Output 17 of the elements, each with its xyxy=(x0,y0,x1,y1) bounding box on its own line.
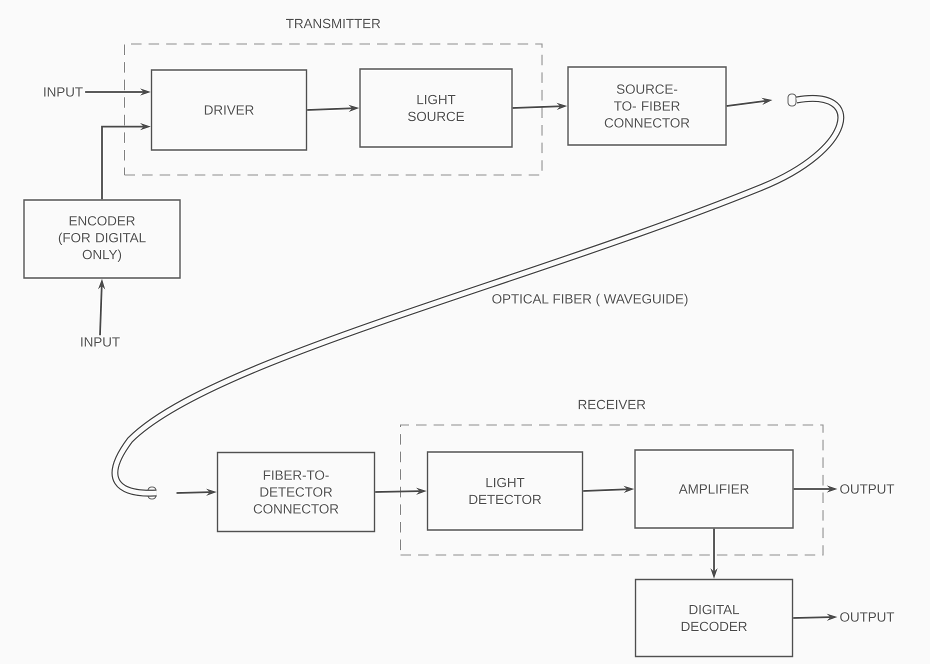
node-label: TRANSMITTER xyxy=(286,18,380,28)
signal-label: INPUT xyxy=(44,87,83,97)
signal-label: OUTPUT xyxy=(840,484,894,494)
optical-fiber xyxy=(112,95,844,497)
node-label: RECEIVER xyxy=(578,400,646,410)
fiber-end xyxy=(787,93,797,107)
process-box: ENCODER (FOR DIGITAL ONLY) xyxy=(23,199,181,279)
process-box: LIGHT SOURCE xyxy=(359,68,513,148)
process-box: DIGITAL DECODER xyxy=(634,578,794,658)
process-box: AMPLIFIER xyxy=(634,449,794,529)
signal-label: INPUT xyxy=(81,337,120,347)
edge-label: OPTICAL FIBER ( WAVEGUIDE) xyxy=(492,294,688,306)
process-box: SOURCE-TO- FIBER CONNECTOR xyxy=(567,66,727,146)
process-box: FIBER-TO- DETECTOR CONNECTOR xyxy=(216,452,376,532)
process-box: DRIVER xyxy=(150,69,308,151)
signal-label: OUTPUT xyxy=(840,612,894,622)
process-box: LIGHT DETECTOR xyxy=(426,451,584,531)
